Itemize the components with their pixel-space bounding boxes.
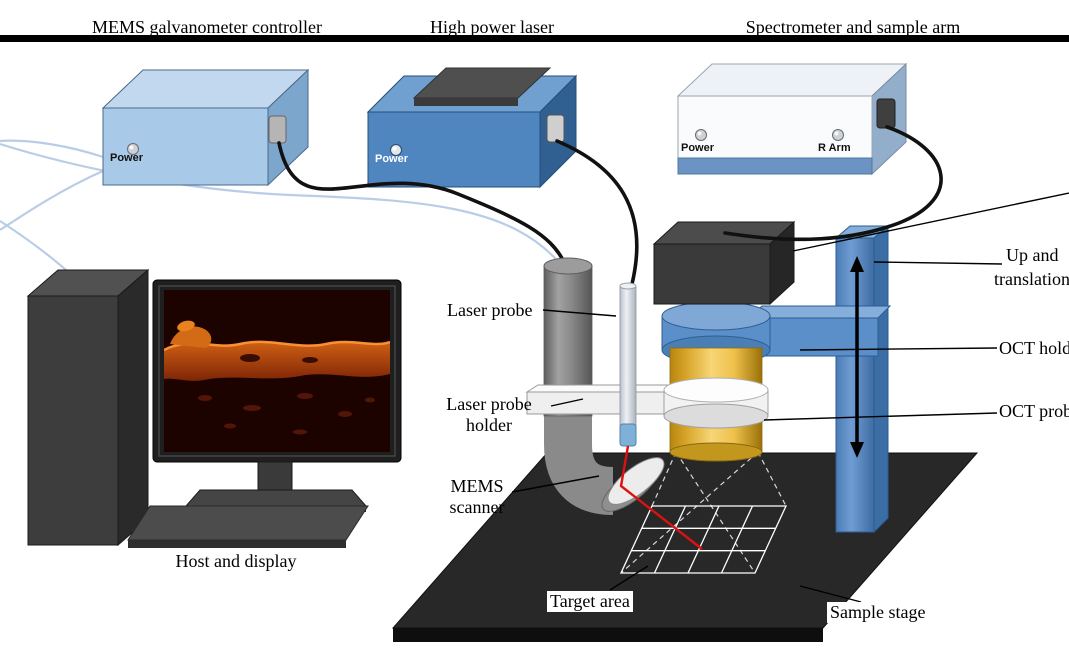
label-oct-holder: OCT holder — [999, 338, 1069, 358]
oct-image — [164, 290, 390, 452]
laser-connector — [546, 114, 565, 143]
monitor-base — [184, 489, 368, 507]
monitor-neck — [257, 461, 293, 491]
oct-probe — [663, 347, 769, 462]
target-grid — [619, 505, 788, 574]
laser-beam — [619, 445, 703, 550]
probe-white-collar — [663, 377, 769, 429]
label-laser-title: High power laser — [430, 17, 554, 37]
sample-stage — [391, 452, 979, 642]
probe-holder-bar — [525, 384, 691, 415]
controller-connector — [268, 115, 287, 144]
mems-mirror — [601, 457, 665, 512]
spectrometer-rarm-label: R Arm — [818, 142, 851, 154]
pointer-lines — [511, 192, 1069, 603]
label-oct-probe: OCT probe — [999, 401, 1069, 421]
host-tower — [26, 268, 150, 547]
label-target-area: Target area — [547, 591, 633, 613]
up-down-arrow — [850, 256, 864, 458]
spectrometer-power-led — [695, 129, 707, 141]
label-laser-probe: Laser probe — [447, 300, 533, 320]
label-translation: translation — [994, 269, 1069, 289]
translation-column — [834, 224, 890, 534]
label-sample-stage: Sample stage — [827, 602, 929, 624]
spectrometer-box — [676, 62, 908, 176]
controller-power-label: Power — [110, 152, 144, 164]
label-mems-scanner: MEMS scanner — [424, 476, 530, 518]
monitor — [152, 279, 402, 512]
label-mems-line1: MEMS — [450, 476, 504, 496]
label-host-display: Host and display — [175, 551, 297, 571]
laser-power-label: Power — [375, 153, 409, 165]
spectrometer-connector — [876, 98, 896, 129]
top-divider-bar — [0, 35, 1069, 42]
label-spectrometer-title: Spectrometer and sample arm — [745, 17, 961, 37]
signal-wires — [277, 139, 639, 286]
label-laser-probe-holder: Laser probe holder — [431, 394, 547, 436]
scan-head-box — [652, 220, 796, 306]
keyboard — [127, 505, 369, 548]
laser-box — [366, 67, 578, 189]
label-up-and: Up and — [1006, 245, 1059, 265]
laser-probe-tube — [619, 282, 637, 447]
spectrometer-rarm-led — [832, 129, 844, 141]
label-controller-title: MEMS galvanometer controller — [92, 17, 322, 37]
label-holder-line2: holder — [466, 415, 512, 436]
spectrometer-power-label: Power — [681, 142, 715, 154]
probe-tip — [619, 423, 637, 447]
controller-box — [101, 68, 310, 187]
label-holder-line1: Laser probe — [446, 394, 532, 414]
spectrometer-wire — [723, 125, 943, 242]
label-mems-line2: scanner — [449, 497, 505, 518]
